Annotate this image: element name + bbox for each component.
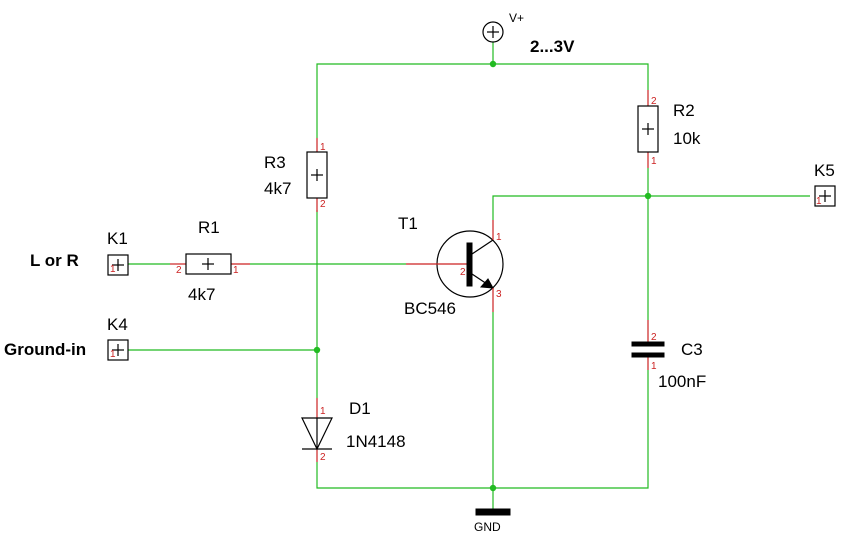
- k4-ref: K4: [107, 315, 128, 334]
- connector-k4: 1 K4 Ground-in: [4, 315, 129, 361]
- t1-value: BC546: [404, 299, 456, 318]
- r2-value: 10k: [673, 129, 701, 148]
- junction-top: [489, 60, 497, 68]
- c3-pin-2: 2: [651, 332, 657, 343]
- d1-ref: D1: [349, 399, 371, 418]
- supply-voltage-label: 2...3V: [530, 37, 575, 56]
- c3-ref: C3: [681, 340, 703, 359]
- r3-pin-2: 2: [320, 199, 326, 210]
- t1-ref: T1: [398, 214, 418, 233]
- r1-pin-1: 1: [233, 265, 239, 276]
- r1-ref: R1: [198, 218, 220, 237]
- k5-ref: K5: [814, 161, 835, 180]
- d1-value: 1N4148: [346, 432, 406, 451]
- resistor-r3: 1 2 R3 4k7: [264, 138, 328, 212]
- junctions: [313, 60, 652, 492]
- capacitor-c3: 2 1 C3 100nF: [631, 320, 706, 391]
- connector-k1: 1 K1 L or R: [30, 229, 129, 276]
- k4-signal-label: Ground-in: [4, 340, 86, 359]
- r2-ref: R2: [673, 101, 695, 120]
- wire-collector-out: [492, 195, 810, 220]
- k4-pin-1: 1: [110, 349, 116, 360]
- resistor-r1: 2 1 R1 4k7: [170, 218, 250, 304]
- t1-pin-1: 1: [496, 232, 502, 243]
- r3-value: 4k7: [264, 179, 291, 198]
- r3-ref: R3: [264, 153, 286, 172]
- d1-pin-1: 1: [320, 406, 326, 417]
- supply-symbol: V+ 2...3V: [482, 11, 575, 56]
- r3-pin-1: 1: [320, 142, 326, 153]
- wire-top-rail: [316, 63, 649, 138]
- r1-pin-2: 2: [176, 265, 182, 276]
- diode-d1: 1 2 D1 1N4148: [301, 398, 406, 463]
- wire-bottom-rail: [316, 370, 649, 489]
- supply-symbol-label: V+: [509, 11, 524, 25]
- k1-ref: K1: [107, 229, 128, 248]
- connector-k5: 1 K5: [814, 161, 836, 207]
- c3-pin-1: 1: [651, 361, 657, 372]
- transistor-t1: 1 2 3 T1 BC546: [398, 214, 504, 318]
- junction-output: [644, 192, 652, 200]
- junction-gnd: [489, 484, 497, 492]
- t1-pin-2: 2: [460, 267, 466, 278]
- junction-k4: [313, 346, 321, 354]
- r1-value: 4k7: [188, 285, 215, 304]
- t1-pin-3: 3: [496, 289, 502, 300]
- k1-pin-1: 1: [110, 264, 116, 275]
- k5-pin-1: 1: [816, 196, 822, 207]
- ground-symbol: GND: [474, 508, 511, 534]
- r2-pin-2: 2: [651, 96, 657, 107]
- d1-pin-2: 2: [320, 452, 326, 463]
- ground-label: GND: [474, 520, 501, 534]
- k1-signal-label: L or R: [30, 251, 79, 270]
- c3-value: 100nF: [658, 372, 706, 391]
- wires: [128, 42, 810, 511]
- r2-pin-1: 1: [651, 156, 657, 167]
- resistor-r2: 2 1 R2 10k: [637, 90, 701, 168]
